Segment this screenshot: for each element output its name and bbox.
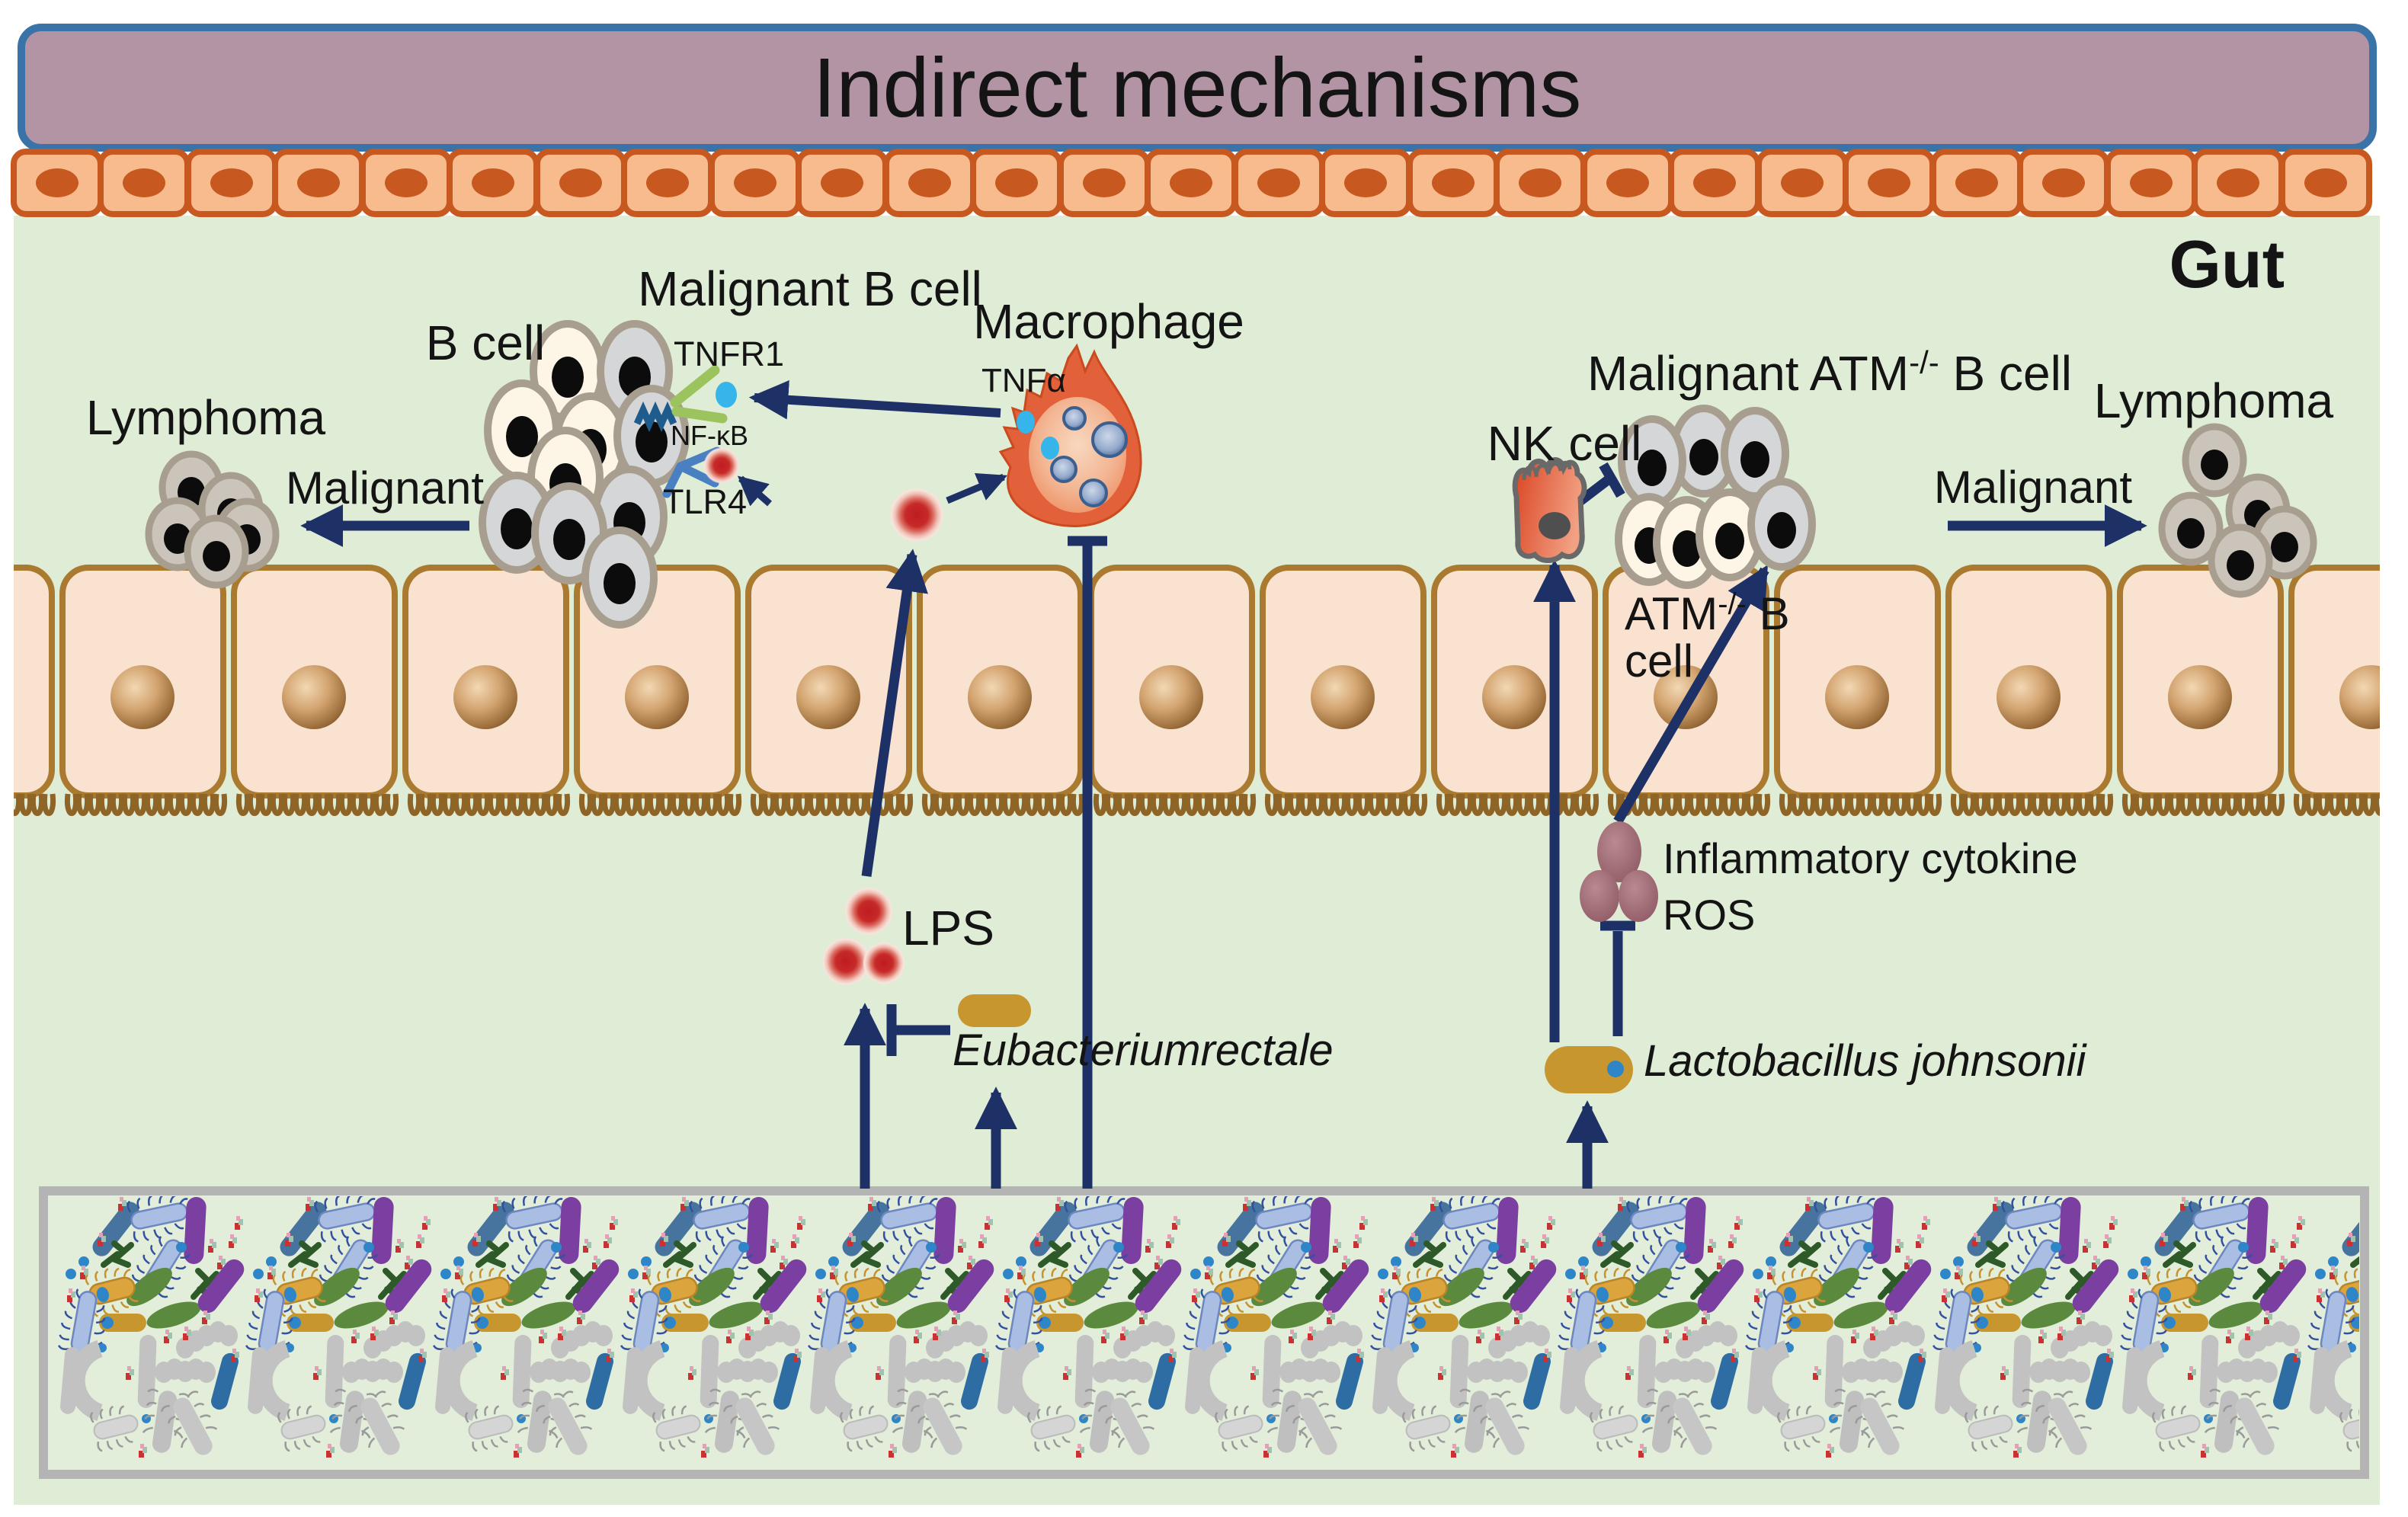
page-title: Indirect mechanisms (813, 41, 1582, 135)
ros-cluster (1580, 821, 1658, 922)
tnfr1-label: TNFR1 (674, 334, 784, 373)
lps-label: LPS (902, 901, 994, 955)
tnfa-molecule-1 (1017, 411, 1035, 434)
atm-b-cell-label-line1: ATM-/- B (1625, 587, 1790, 639)
inflammatory-cytokine-label: Inflammatory cytokine (1663, 834, 2078, 882)
lps-bound (703, 447, 740, 484)
nk-cell-label: NK cell (1487, 416, 1642, 471)
malignant-right-label: Malignant (1934, 462, 2132, 513)
tnfa-label: TNFα (981, 362, 1066, 399)
macrophage-label: Macrophage (973, 294, 1244, 349)
nfkb-label: NF-κB (671, 420, 748, 451)
macrophage-cell (998, 343, 1142, 527)
nk-cell (1512, 457, 1587, 563)
tnfa-molecule-bound (716, 382, 737, 408)
nfkb-zigzag (633, 401, 677, 433)
lymphoma-right-label: Lymphoma (2094, 373, 2334, 428)
title-banner: Indirect mechanisms (18, 24, 2377, 152)
malignant-atm-label: Malignant ATM-/- B cell (1587, 344, 2072, 401)
ros-label: ROS (1663, 891, 1755, 939)
malignant-left-label: Malignant (286, 462, 484, 514)
bacteria-box (39, 1186, 2369, 1479)
gut-label: Gut (2169, 226, 2285, 302)
epithelium-row (0, 568, 2408, 814)
lps-molecule (889, 488, 944, 542)
b-cell-label: B cell (426, 315, 546, 370)
arrows (300, 379, 2147, 1189)
lactobacillus-capsule (1545, 1046, 1633, 1093)
lymphoma-left-label: Lymphoma (86, 390, 326, 445)
eubacterium-capsule (958, 994, 1031, 1027)
inhibition-lines (886, 462, 1635, 1189)
lps-cluster (821, 887, 905, 986)
tlr4-label: TLR4 (663, 482, 747, 521)
atm-b-cell-cluster (1619, 408, 1812, 585)
lactobacillus-label: Lactobacillus johnsonii (1644, 1036, 2087, 1086)
malignant-b-cell-label: Malignant B cell (638, 261, 982, 316)
mucosa-top-row (14, 152, 2369, 214)
receptors (633, 365, 740, 498)
tnfa-molecule-2 (1041, 437, 1059, 459)
atm-b-cell-label-line2: cell (1625, 635, 1693, 686)
eubacterium-label: Eubacteriumrectale (953, 1026, 1334, 1075)
tnfr1-receptor (670, 365, 728, 424)
